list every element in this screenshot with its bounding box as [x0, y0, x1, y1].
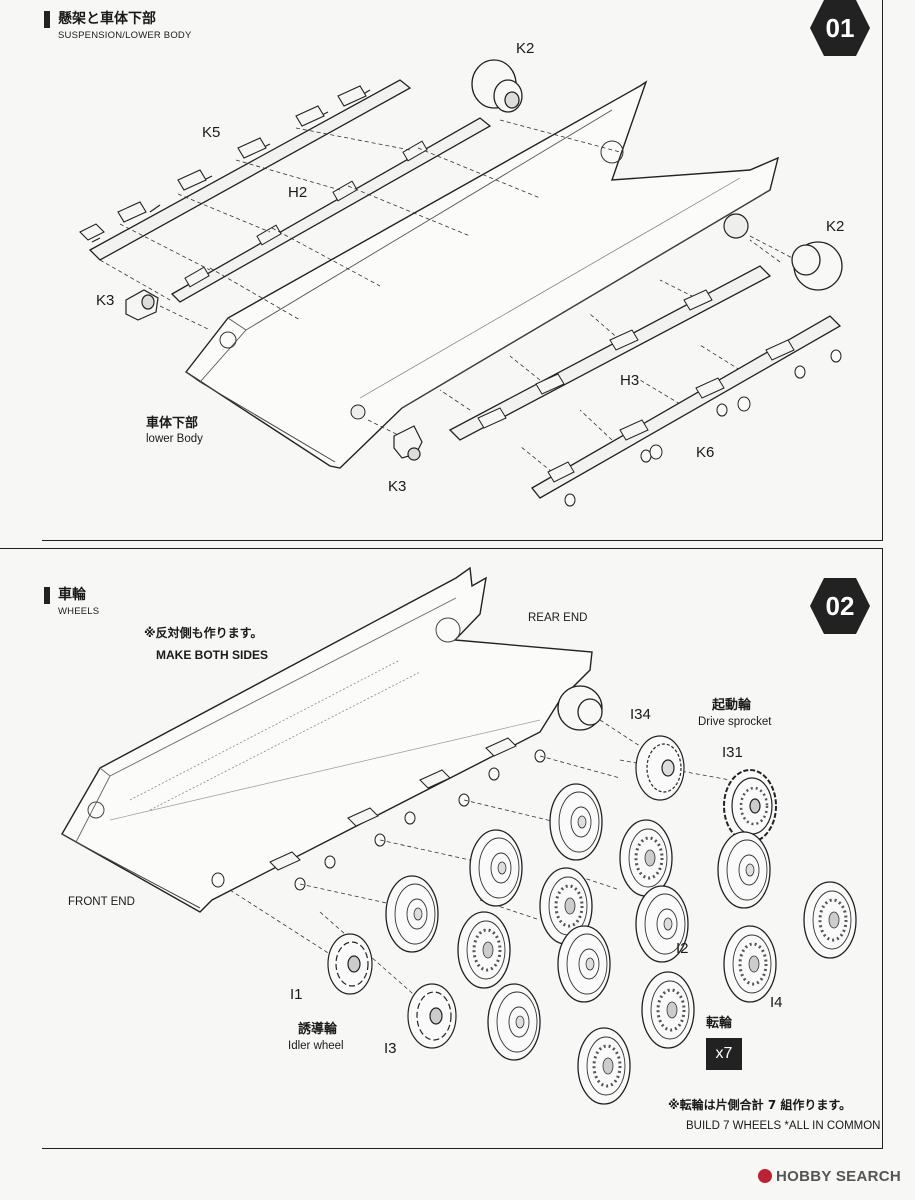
step-02-panel — [42, 548, 883, 1149]
road-wheel-label-jp: 転輪 — [706, 1016, 733, 1031]
step-02-title-en: WHEELS — [58, 606, 100, 617]
part-label-h3: H3 — [620, 372, 640, 389]
step-02-number-badge: 02 — [808, 574, 872, 638]
part-label-k5: K5 — [202, 124, 221, 141]
idler-wheel-label-en: Idler wheel — [288, 1040, 344, 1052]
step-01-number-badge: 01 — [808, 0, 872, 60]
part-label-i31: I31 — [722, 744, 743, 761]
lower-body-label-en: lower Body — [146, 433, 203, 445]
step-02-title-jp: 車輪 — [58, 587, 86, 603]
part-label-k6: K6 — [696, 444, 715, 461]
hexagon-icon — [810, 0, 870, 56]
part-label-k3-left: K3 — [96, 292, 115, 309]
header-bar — [44, 587, 50, 604]
part-label-i4: I4 — [770, 994, 783, 1011]
lower-body-label-jp: 車体下部 — [146, 416, 199, 431]
road-wheel-quantity-badge: x7 — [706, 1038, 742, 1070]
part-label-i1: I1 — [290, 986, 303, 1003]
panel-divider — [0, 548, 882, 549]
part-label-k2-right: K2 — [826, 218, 845, 235]
step-01-number: 01 — [825, 13, 855, 43]
make-both-sides-note-jp: ※反対側も作ります。 — [144, 626, 263, 640]
step-01-title-en: SUSPENSION/LOWER BODY — [58, 30, 192, 41]
step-01-title-jp: 懸架と車体下部 — [58, 11, 156, 27]
part-label-i34: I34 — [630, 706, 651, 723]
hobby-search-logo-icon — [757, 1169, 772, 1183]
drive-sprocket-label-en: Drive sprocket — [698, 716, 772, 728]
rear-end-label: REAR END — [528, 612, 588, 624]
part-label-i2: I2 — [676, 940, 689, 957]
make-both-sides-note-en: MAKE BOTH SIDES — [156, 648, 269, 662]
watermark-text: HOBBY SEARCH — [775, 1168, 901, 1185]
drive-sprocket-label-jp: 起動輪 — [712, 698, 752, 713]
part-label-i3: I3 — [384, 1040, 397, 1057]
part-label-h2: H2 — [288, 184, 308, 201]
step-01-panel — [42, 0, 883, 541]
hexagon-icon — [810, 578, 870, 634]
part-label-k3-bottom: K3 — [388, 478, 407, 495]
step-02-number: 02 — [825, 591, 855, 621]
hobby-search-watermark: HOBBY SEARCH — [757, 1168, 901, 1185]
front-end-label: FRONT END — [68, 896, 135, 908]
part-label-k2-top: K2 — [516, 40, 535, 57]
idler-wheel-label-jp: 誘導輪 — [298, 1022, 338, 1037]
build-note-en: BUILD 7 WHEELS *ALL IN COMMON — [686, 1120, 881, 1132]
build-note-jp: ※転輪は片側合計 7 組作ります。 — [668, 1098, 852, 1112]
header-bar — [44, 11, 50, 28]
